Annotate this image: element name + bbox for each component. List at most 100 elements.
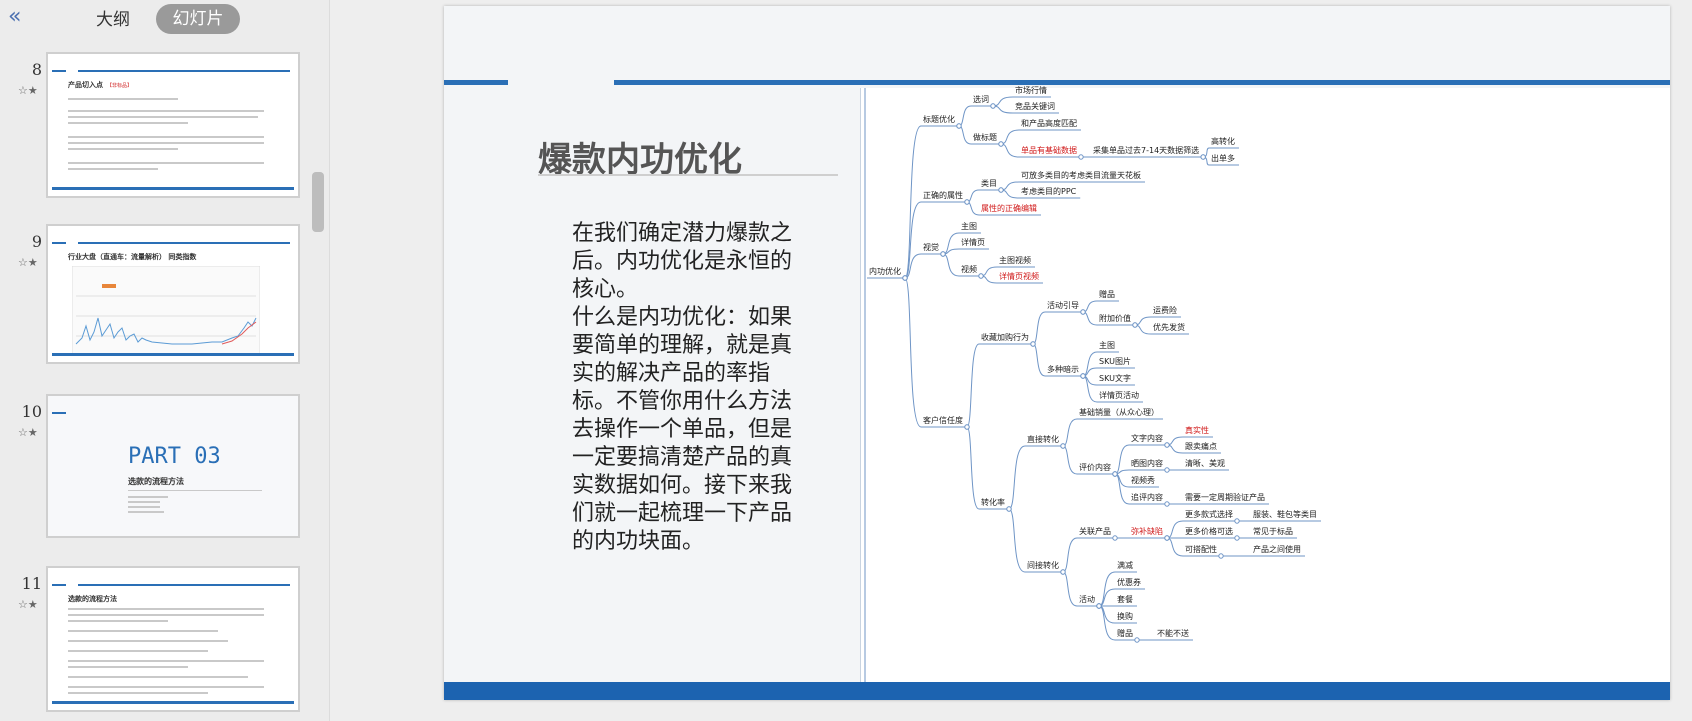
mind-map-node: 常见于标品 [1253, 527, 1293, 536]
mind-map-node: 选词 [973, 95, 989, 104]
mind-map-node: 活动引导 [1047, 301, 1079, 310]
mind-map-node: 间接转化 [1027, 561, 1059, 570]
thumb-text-line [68, 640, 228, 642]
mind-map-node: 市场行情 [1015, 86, 1047, 95]
mind-map-node: SKU文字 [1099, 374, 1131, 383]
mind-map-joint [1164, 442, 1170, 448]
slide-thumbnail-11[interactable]: 选款的流程方法 [46, 566, 300, 712]
thumb-accent-bar [52, 584, 66, 586]
mind-map-node: 真实性 [1185, 426, 1209, 435]
mind-map-node: 标题优化 [923, 115, 955, 124]
mind-map-connector [904, 125, 922, 279]
mind-map-joint [1164, 467, 1170, 473]
mind-map-node: 做标题 [973, 133, 997, 142]
thumb-accent-bar [78, 70, 290, 72]
thumb-text-line [68, 650, 208, 652]
thumb-accent-bar [52, 412, 66, 414]
mind-map-node: 采集单品过去7-14天数据筛选 [1093, 146, 1200, 155]
mind-map-joint [1132, 322, 1138, 328]
mind-map-joint [1060, 443, 1066, 449]
mind-map-connector [1062, 418, 1078, 447]
mind-map-connector [1062, 571, 1078, 607]
mind-map-node: 基础销量（从众心理） [1079, 408, 1159, 417]
mind-map-connector [942, 232, 960, 255]
mind-map-joint [1218, 553, 1224, 559]
slide-title: 爆款内功优化 [538, 140, 742, 180]
mind-map-node: 更多价格可选 [1185, 527, 1233, 536]
slide-thumbnail-8[interactable]: 产品切入点【非标品】 [46, 52, 300, 198]
mind-map-node: 产品之间使用 [1253, 545, 1301, 554]
collapse-panel-icon[interactable]: « [8, 4, 22, 29]
thumb-accent-bar [52, 187, 294, 190]
panel-scrollbar[interactable] [312, 172, 324, 232]
title-underline [538, 174, 838, 176]
mind-map-node: 赠品 [1117, 629, 1133, 638]
mind-map-node: 单品有基础数据 [1021, 146, 1077, 155]
mind-map-connector [904, 277, 922, 428]
star-icon[interactable]: ☆★ [18, 426, 38, 439]
thumb-accent-bar [52, 242, 66, 244]
mind-map-joint [1030, 341, 1036, 347]
mind-map-connector [980, 266, 998, 277]
thumb-text-line [68, 620, 168, 622]
mind-map-joint [1080, 373, 1086, 379]
mind-map-image: 内功优化标题优化选词市场行情竞品关键词做标题和产品高度匹配单品有基础数据采集单品… [860, 86, 1670, 682]
tab-slides[interactable]: 幻灯片 [156, 4, 240, 34]
thumb-part-title: PART 03 [128, 444, 221, 469]
tab-outline[interactable]: 大纲 [96, 10, 130, 30]
thumb-subtitle: 选款的流程方法 [128, 477, 184, 486]
mind-map-node: 直接转化 [1027, 435, 1059, 444]
mind-map-connector [1000, 129, 1020, 145]
mind-map-joint [1164, 535, 1170, 541]
mind-map-joint [1134, 637, 1140, 643]
mind-map-node: 活动 [1079, 595, 1095, 604]
mind-map-joint [956, 123, 962, 129]
mind-map-node: 晒图内容 [1131, 459, 1163, 468]
mind-map-connector [1000, 189, 1020, 199]
mind-map-node: 转化率 [981, 498, 1005, 507]
thumb-text-line [68, 162, 264, 164]
mind-map-node: 追评内容 [1131, 493, 1163, 502]
mind-map-node: 多种暗示 [1047, 365, 1079, 374]
mind-map-connector [1166, 537, 1184, 557]
mind-map-node: 客户信任度 [923, 416, 963, 425]
mind-map-node: 可搭配性 [1185, 545, 1217, 554]
mind-map-connector [904, 201, 922, 279]
mind-map-node: 详情页活动 [1099, 391, 1139, 400]
thumb-text-line [128, 490, 262, 491]
mind-map-node: 文字内容 [1131, 434, 1163, 443]
thumb-text-line [68, 142, 264, 144]
star-icon[interactable]: ☆★ [18, 598, 38, 611]
slide-number: 8 [31, 60, 42, 79]
mind-map-joint [1060, 569, 1066, 575]
mind-map-connector [966, 343, 980, 428]
mind-map-node: 换购 [1117, 612, 1133, 621]
thumb-text-line [128, 511, 164, 513]
thumb-text-line [68, 116, 258, 118]
mind-map-node: 更多款式选择 [1185, 510, 1233, 519]
star-icon[interactable]: ☆★ [18, 256, 38, 269]
mind-map-connector [1000, 143, 1020, 158]
thumb-text-line [68, 660, 264, 662]
mind-map-connector [1134, 324, 1152, 335]
mind-map-joint [964, 424, 970, 430]
slide-canvas[interactable]: 爆款内功优化 在我们确定潜力爆款之后。内功优化是永恒的核心。 什么是内功优化：如… [444, 6, 1670, 700]
thumb-text-line [68, 686, 264, 688]
slide-thumbnail-10[interactable]: PART 03 选款的流程方法 [46, 394, 300, 538]
mind-map-connector [942, 253, 960, 277]
mind-map-joint [1234, 518, 1240, 524]
mind-map-node: 详情页视频 [999, 272, 1039, 281]
mind-map-connector [1000, 181, 1020, 191]
mind-map-node: 内功优化 [869, 267, 901, 276]
mind-map-connector [1062, 445, 1078, 475]
mind-map-node: 满减 [1117, 561, 1133, 570]
thumb-text-line [68, 136, 264, 138]
mind-map-joint [1234, 535, 1240, 541]
star-icon[interactable]: ☆★ [18, 84, 38, 97]
mind-map-joint [1164, 501, 1170, 507]
thumb-text-line [128, 501, 160, 503]
mind-map-joint [1112, 535, 1118, 541]
mind-map-node: 服装、鞋包等类目 [1253, 510, 1317, 519]
slide-thumbnail-9[interactable]: 行业大盘（直通车：流量解析） 同类指数 [46, 224, 300, 364]
mind-map-node: 赠品 [1099, 290, 1115, 299]
